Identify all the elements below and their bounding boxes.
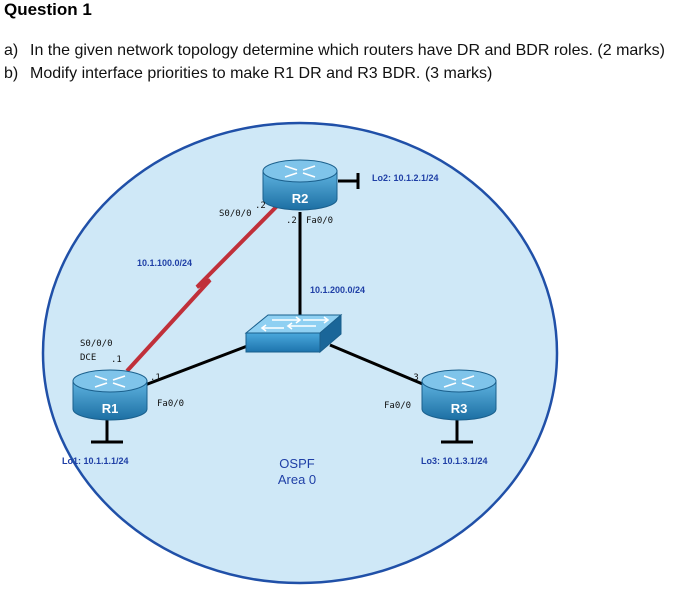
r3-label: R3 <box>451 401 468 416</box>
loopback-r1-symbol <box>91 420 123 444</box>
serial-network-label: 10.1.100.0/24 <box>137 258 192 268</box>
r3-fa-if-label: Fa0/0 <box>384 401 411 411</box>
router-arrows-icon <box>284 165 316 178</box>
part-a-label: a) <box>4 42 19 59</box>
r1-fa-if-label: Fa0/0 <box>157 399 184 409</box>
router-arrows-icon <box>94 375 126 388</box>
router-r3[interactable]: R3 <box>421 369 497 421</box>
router-arrows-icon <box>443 375 475 388</box>
r1-fa-host-label: .1 <box>150 373 161 383</box>
r2-serial-if-label: S0/0/0 <box>219 209 252 219</box>
r1-label: R1 <box>102 401 119 416</box>
question-title: Question 1 <box>4 0 92 19</box>
r2-loopback-label: Lo2: 10.1.2.1/24 <box>372 173 439 183</box>
serial-link <box>125 196 287 373</box>
ospf-area-ellipse <box>41 121 559 585</box>
switch <box>244 313 343 354</box>
router-r2[interactable]: R2 <box>262 159 338 211</box>
part-a-text: In the given network topology determine … <box>30 42 665 59</box>
r1-loopback-label: Lo1: 10.1.1.1/24 <box>62 456 129 466</box>
r2-serial-host-label: .2 <box>255 201 266 211</box>
r1-serial-dce-label: DCE <box>80 353 96 363</box>
r3-fa-host-label: .3 <box>408 373 419 383</box>
r3-loopback-label: Lo3: 10.1.3.1/24 <box>421 456 488 466</box>
area-label: Area 0 <box>278 472 316 487</box>
part-b-label: b) <box>4 65 19 82</box>
question-part-a: a) In the given network topology determin… <box>4 42 665 60</box>
r2-label: R2 <box>292 191 309 206</box>
link-r1-switch <box>144 343 251 387</box>
r1-serial-host-label: .1 <box>111 355 122 365</box>
r2-fa-host-label: .2 <box>286 216 297 226</box>
lan-network-label: 10.1.200.0/24 <box>310 285 365 295</box>
r2-fa-if-label: Fa0/0 <box>306 216 333 226</box>
switch-arrows-icon <box>260 316 330 332</box>
ospf-label: OSPF <box>279 456 314 471</box>
router-r1[interactable]: R1 <box>72 369 148 421</box>
r1-serial-if-label: S0/0/0 <box>80 339 113 349</box>
loopback-r3-symbol <box>441 420 473 444</box>
question-part-b: b) Modify interface priorities to make R1… <box>4 65 492 83</box>
link-r3-switch <box>329 343 426 387</box>
part-b-text: Modify interface priorities to make R1 D… <box>30 65 493 82</box>
loopback-r2-symbol <box>338 173 360 189</box>
